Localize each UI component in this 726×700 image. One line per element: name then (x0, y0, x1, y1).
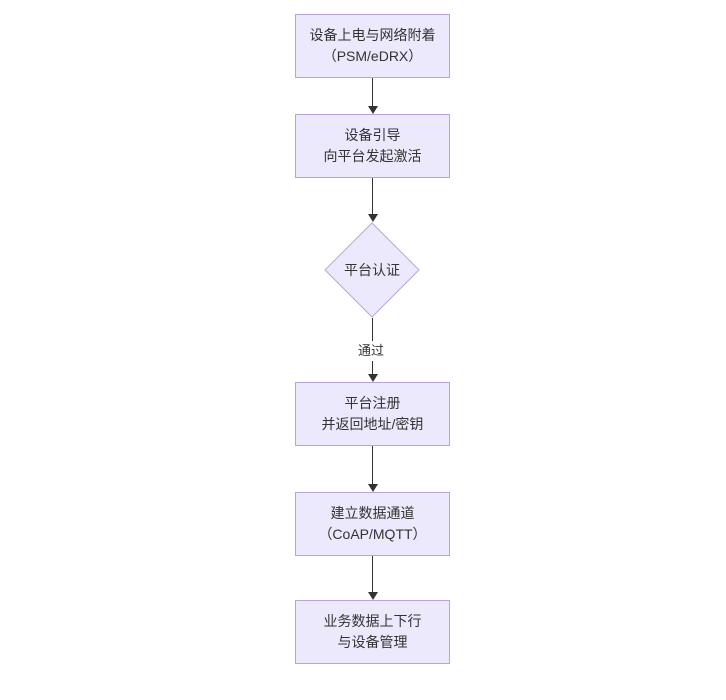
flow-node-platform-register[interactable]: 平台注册 并返回地址/密钥 (295, 382, 450, 446)
flow-node-label-line: 向平台发起激活 (323, 148, 422, 164)
connector-n2-n3 (372, 178, 373, 214)
arrowhead-n1-n2 (368, 106, 378, 114)
flow-node-business-data-and-device-management[interactable]: 业务数据上下行 与设备管理 (295, 600, 450, 664)
flow-node-platform-auth-decision[interactable]: 平台认证 (324, 222, 420, 318)
connector-n1-n2 (372, 78, 373, 106)
flow-node-label-line: 并返回地址/密钥 (321, 416, 424, 432)
flow-node-label-line: 建立数据通道 (330, 505, 415, 521)
connector-n4-n5 (372, 446, 373, 484)
flow-node-label-line: 业务数据上下行 (323, 613, 422, 629)
flow-node-label-line: 平台注册 (344, 395, 401, 411)
flow-node-establish-data-channel[interactable]: 建立数据通道 （CoAP/MQTT） (295, 492, 450, 556)
flow-node-label-line: 设备引导 (344, 127, 401, 143)
flow-node-label-line: 与设备管理 (337, 634, 408, 650)
flow-node-label-line: （CoAP/MQTT） (318, 526, 427, 542)
connector-n5-n6 (372, 556, 373, 592)
diamond-shape (324, 222, 420, 318)
flow-node-device-power-on[interactable]: 设备上电与网络附着 （PSM/eDRX） (295, 14, 450, 78)
flow-node-label-line: 设备上电与网络附着 (309, 27, 436, 43)
arrowhead-n3-n4 (368, 374, 378, 382)
arrowhead-n2-n3 (368, 214, 378, 222)
arrowhead-n4-n5 (368, 484, 378, 492)
arrowhead-n5-n6 (368, 592, 378, 600)
flow-node-label-line: （PSM/eDRX） (322, 48, 423, 64)
flow-node-label-line: 平台认证 (344, 261, 400, 278)
edge-label-pass: 通过 (355, 341, 388, 361)
flow-node-device-bootstrap[interactable]: 设备引导 向平台发起激活 (295, 114, 450, 178)
